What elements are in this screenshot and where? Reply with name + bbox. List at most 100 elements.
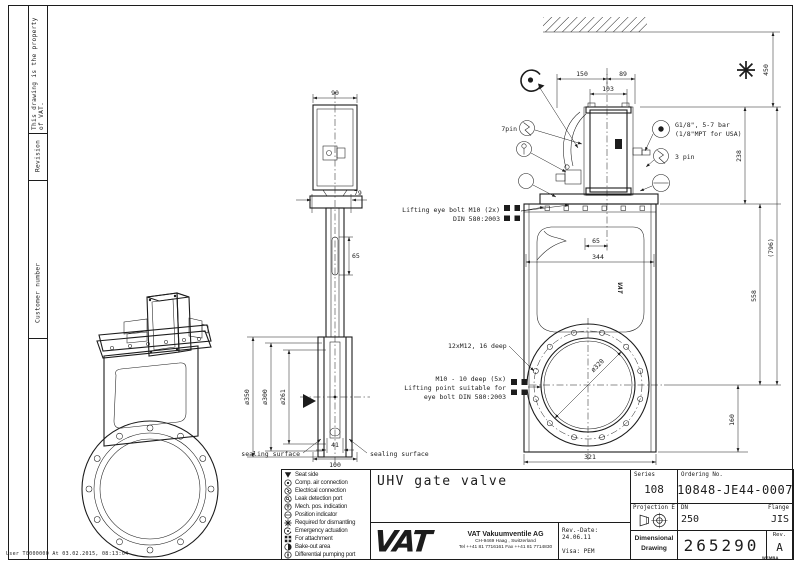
note-lift-1: M10 - 10 deep (5x) [436, 375, 506, 383]
note-eyebolt-2: DIN 580:2003 [453, 215, 500, 223]
dim-321: 321 [584, 453, 596, 461]
dim-79: 79 [354, 189, 362, 197]
emergency-icon [284, 527, 292, 535]
flange-label: Flange [768, 505, 789, 511]
legend-item-label: Electrical connection [295, 488, 346, 494]
legend-item: Comp. air connection [284, 479, 370, 487]
company-box: VAT VAT Vakuumventile AG CH-9469 Haag , … [370, 522, 559, 560]
legend-item-label: Differential pumping port [295, 552, 356, 558]
note-sealing-left: sealing surface [241, 450, 300, 458]
doc-type-line1: Dimensional [634, 535, 674, 542]
strip-section-line-3 [28, 338, 47, 339]
note-lift-2: Lifting point suitable for [404, 384, 506, 392]
attachment-symbol-top [502, 203, 522, 223]
strip-divider-1 [28, 5, 29, 560]
leak-detection-icon [284, 495, 292, 503]
electrical-icon [284, 487, 292, 495]
company-name: VAT Vakuumventile AG [467, 530, 544, 538]
isometric-view [81, 292, 219, 558]
projection-label: Projection E [633, 505, 675, 511]
ordering-label: Ordering No. [681, 472, 723, 478]
dim-90: 90 [331, 89, 339, 97]
strip-section-line-1 [28, 133, 47, 134]
body-logo-mark: VAT [616, 282, 624, 295]
electrical-7pin-symbol [519, 120, 535, 136]
front-view: VAT ø320 150 89 103 [402, 17, 781, 465]
note-eyebolt-1: Lifting eye bolt M10 (2x) [402, 206, 500, 214]
legend-item-label: Leak detection port [295, 496, 343, 502]
dim-450: 450 [762, 64, 770, 76]
dim-65-front: 65 [592, 237, 600, 245]
legend-item: Bake-out area [284, 543, 370, 551]
legend-item: Position indicator [284, 511, 370, 519]
rev-date: Rev.-Date: 24.06.11 [562, 527, 599, 541]
mech-pos-symbol [516, 141, 532, 157]
series-label: Series [634, 472, 655, 478]
company-info: VAT Vakuumventile AG CH-9469 Haag , Swit… [453, 531, 558, 552]
legend: Seat side Comp. air connection Electrica… [281, 469, 371, 560]
dim-103: 103 [602, 85, 614, 93]
legend-item: Seat side [284, 471, 370, 479]
dim-150: 150 [576, 70, 588, 78]
seat-side-marker [303, 394, 316, 408]
dim-238: 238 [735, 150, 743, 162]
front-flange-bolts [532, 329, 644, 441]
company-phone: Tel ++41 81 7716161 Fax ++41 81 7714830 [458, 545, 553, 551]
legend-item-label: Mech. pos. indication [295, 504, 348, 510]
position-indicator-symbol [652, 174, 670, 192]
diff-pumping-icon [284, 551, 292, 559]
series-value: 108 [644, 483, 664, 496]
dn-label: DN [681, 505, 688, 511]
legend-item: Required for dismantling [284, 519, 370, 527]
legend-item: Electrical connection [284, 487, 370, 495]
dim-100: 100 [329, 461, 341, 469]
dim-558: 558 [750, 290, 758, 302]
dim-dia320: ø320 [589, 357, 606, 374]
legend-item-label: Required for dismantling [295, 520, 356, 526]
note-air-1: G1/8", 5-7 bar [675, 121, 730, 129]
note-air-2: (1/8"MPT for USA) [675, 130, 742, 138]
tb-line-h1 [631, 503, 793, 504]
seat-side-icon [284, 471, 292, 479]
legend-item-label: Emergency actuation [295, 528, 348, 534]
note-thread: 12xM12, 16 deep [448, 342, 507, 350]
title-box: UHV gate valve [370, 469, 631, 523]
company-address: CH-9469 Haag , Switzerland [475, 539, 536, 545]
legend-item-label: Comp. air connection [295, 480, 348, 486]
electrical-3pin-symbol [653, 148, 669, 164]
mech-pos-icon [284, 503, 292, 511]
side-section-view: 90 79 65 ø350 ø300 ø261 41 [241, 89, 428, 469]
ordering-value: 10848-JE44-0007 [677, 483, 793, 497]
form-code: WEMBA [762, 555, 779, 560]
rev-value: A [776, 541, 783, 554]
legend-item-label: Bake-out area [295, 544, 331, 550]
visa: Visa: PEM [562, 548, 595, 555]
doc-type: Dimensional Drawing [631, 534, 677, 554]
rev-label: Rev. [772, 532, 787, 538]
attachment-symbol-side [509, 377, 529, 397]
legend-item: Emergency actuation [284, 527, 370, 535]
bake-out-icon [284, 543, 292, 551]
emergency-actuation-symbol [520, 69, 545, 92]
mounting-hatch [543, 17, 647, 32]
attachment-icon [284, 535, 292, 543]
dim-65-side: 65 [352, 252, 360, 260]
indicator-symbol [518, 173, 534, 189]
strip-divider-2 [47, 5, 48, 560]
vat-logo: VAT [371, 524, 453, 558]
note-7pin: 7pin [501, 125, 517, 133]
dim-796: (796) [767, 238, 775, 258]
dim-160: 160 [728, 414, 736, 426]
dn-value: 250 [681, 514, 700, 525]
legend-item: Mech. pos. indication [284, 503, 370, 511]
print-stamp: User T0000000 At 03.02.2015, 08:13:04 [6, 551, 129, 557]
tb-line-h2 [631, 530, 793, 531]
tb-line-v2 [766, 530, 767, 559]
dim-dia261: ø261 [279, 389, 287, 405]
title-block: Series 108 Ordering No. 10848-JE44-0007 … [630, 469, 794, 560]
projection-symbol [635, 512, 673, 529]
dim-89: 89 [619, 70, 627, 78]
comp-air-icon [284, 479, 292, 487]
